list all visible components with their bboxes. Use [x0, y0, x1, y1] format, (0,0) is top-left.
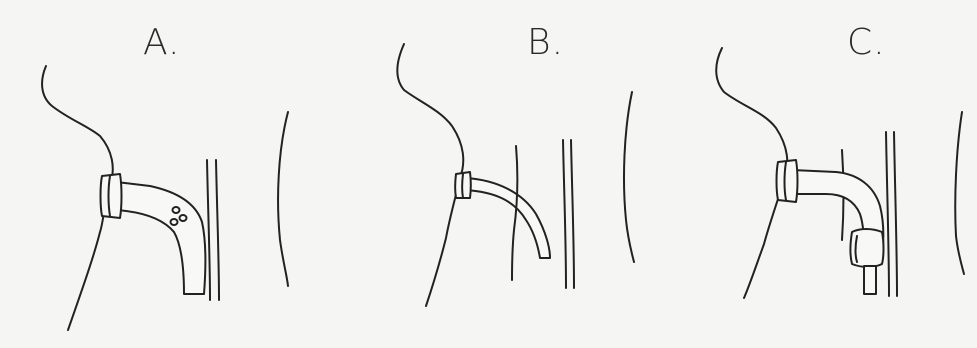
trachea-wall-c1 [886, 132, 889, 296]
spine-line-a [278, 112, 288, 286]
neck-lower-b [512, 146, 517, 280]
trachea-wall-b2 [571, 140, 574, 288]
panel-b-drawing [397, 44, 634, 306]
spine-line-c [955, 112, 964, 274]
trachea-wall-a1 [207, 160, 210, 300]
spine-line-b [624, 92, 634, 262]
trachea-wall-c2 [894, 132, 897, 296]
tube-flange-c [777, 160, 798, 202]
flange-rim-b [462, 174, 463, 198]
panel-a-drawing [42, 66, 288, 330]
tube-tip-c [864, 266, 876, 294]
tracheostomy-tube-a [116, 182, 205, 294]
trachea-wall-b1 [563, 140, 566, 288]
panel-c-drawing [716, 48, 964, 298]
tracheostomy-tube-b [466, 178, 550, 258]
neck-profile-b [397, 44, 463, 306]
trachea-wall-a2 [216, 160, 219, 300]
tube-flange-a [101, 174, 122, 218]
